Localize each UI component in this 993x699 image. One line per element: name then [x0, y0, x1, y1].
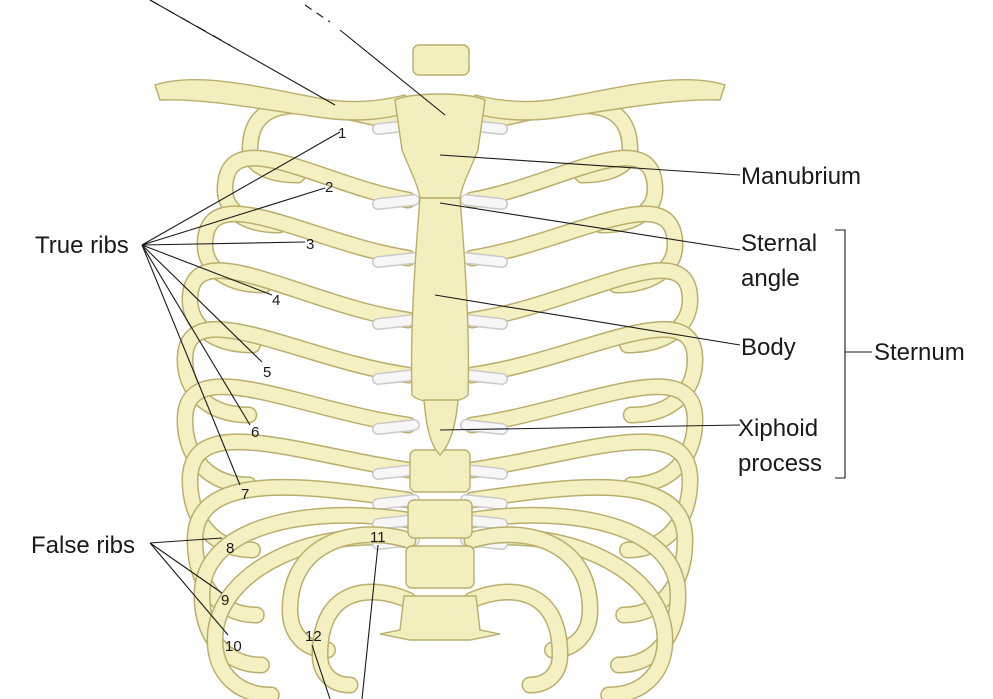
rib-12-left: [312, 585, 415, 692]
costal-cartilage-7-right: [461, 465, 507, 479]
rib-number-2: 2: [325, 179, 333, 196]
leader-true-7: [141, 244, 241, 486]
sternum-body-bone: [410, 197, 470, 404]
rib-number-12: 12: [305, 628, 322, 645]
rib-number-3: 3: [306, 236, 314, 253]
rib-number-1: 1: [338, 125, 346, 142]
costal-cartilage-5-left: [373, 370, 419, 384]
rib-6-right: [465, 379, 703, 492]
costal-cartilage-7-left: [373, 465, 419, 479]
labels: Manubrium Sternal angle Body Xiphoid pro…: [31, 163, 965, 559]
rib-number-8: 8: [226, 540, 234, 557]
manubrium-bone: [394, 93, 486, 199]
xiphoid-bone: [423, 399, 459, 456]
leader-rib-12: [311, 644, 331, 699]
rib-7-right: [465, 434, 698, 557]
sternum: [394, 93, 486, 456]
label-sternal-angle-line2: angle: [741, 265, 800, 292]
costal-cartilage-8-right: [461, 495, 507, 509]
leader-rib-11: [361, 544, 379, 699]
sternum-bracket: [835, 229, 872, 479]
label-xiphoid-line1: Xiphoid: [738, 415, 818, 442]
vertebra: [379, 595, 501, 641]
rib-number-10: 10: [225, 638, 242, 655]
leader-top-dashed-1: [149, 0, 231, 46]
rib-6-left: [177, 379, 415, 492]
costal-cartilage-6-left: [373, 420, 419, 434]
spine: [379, 44, 501, 641]
leader-false-9: [149, 542, 223, 594]
vertebra: [412, 44, 470, 76]
costal-cartilage-5-right: [461, 370, 507, 384]
leader-sternal-angle: [439, 202, 741, 251]
label-false-ribs: False ribs: [31, 532, 135, 559]
costal-cartilage-4-right: [461, 315, 507, 329]
leader-true-3: [141, 241, 306, 246]
label-sternal-angle-line1: Sternal: [741, 230, 817, 257]
leader-manubrium: [439, 154, 741, 176]
label-sternum: Sternum: [874, 339, 965, 366]
leader-clavicle-left: [149, 0, 336, 106]
leader-true-5: [141, 244, 263, 363]
rib-11-right: [465, 527, 598, 657]
label-manubrium: Manubrium: [741, 163, 861, 190]
rib-12-right: [465, 585, 568, 692]
rib-number-7: 7: [241, 486, 249, 503]
label-xiphoid-line2: process: [738, 450, 822, 477]
rib-number-9: 9: [221, 592, 229, 609]
rib-11-left: [282, 527, 415, 657]
rib-number-4: 4: [272, 292, 280, 309]
leader-vertebra: [339, 29, 446, 116]
rib-5-left: [177, 322, 415, 422]
leader-top-dashed-2: [304, 4, 331, 23]
label-true-ribs: True ribs: [35, 232, 129, 259]
vertebra: [409, 449, 471, 493]
rib-number-5: 5: [263, 364, 271, 381]
leader-body: [434, 294, 741, 346]
costal-cartilage-2-right: [461, 195, 507, 209]
leader-false-10: [149, 542, 229, 636]
leader-true-4: [141, 244, 273, 296]
costal-cartilage-2-left: [373, 195, 419, 209]
vertebra: [405, 545, 475, 589]
costal-cartilage-6-right: [461, 420, 507, 434]
leader-xiphoid: [439, 424, 741, 431]
leader-true-1: [141, 131, 341, 246]
leader-lines: [141, 0, 872, 699]
rib-5-right: [465, 322, 703, 422]
rib-number-11: 11: [370, 529, 386, 546]
costal-cartilage-3-right: [461, 253, 507, 267]
rib-7-left: [182, 434, 415, 557]
vertebra: [407, 499, 473, 539]
clavicles: [154, 78, 726, 121]
rib-numbers: 1 2 3 4 5 6 7 8 9 10 11 12: [221, 125, 386, 655]
rib-number-6: 6: [251, 424, 259, 441]
leader-false-8: [149, 537, 223, 544]
rib-9-left: [194, 508, 415, 672]
costal-cartilage-8-left: [373, 495, 419, 509]
leader-true-6: [141, 244, 251, 426]
costal-cartilage-4-left: [373, 315, 419, 329]
rib-9-right: [465, 508, 686, 672]
label-body: Body: [741, 334, 796, 361]
costal-cartilage-3-left: [373, 253, 419, 267]
leader-true-2: [141, 187, 326, 246]
